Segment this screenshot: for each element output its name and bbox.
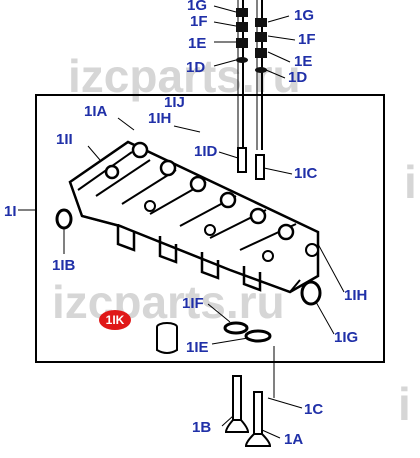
label-1A: 1A	[284, 431, 303, 448]
label-1E-right: 1E	[294, 53, 312, 70]
label-1D-left: 1D	[186, 59, 205, 76]
label-1IC: 1IC	[294, 165, 318, 182]
label-1B: 1B	[192, 419, 211, 436]
label-1ID: 1ID	[194, 143, 218, 160]
valve-seat-1IE	[244, 329, 272, 343]
label-1IE: 1IE	[186, 339, 209, 356]
cylinder-head-illustration	[68, 140, 320, 294]
valve-guide-right	[255, 154, 265, 180]
watermark-bottom: izcparts.ru	[52, 276, 285, 328]
label-1IA: 1IA	[84, 103, 108, 120]
label-1IJ: 1IJ	[164, 94, 185, 111]
leader-lines	[18, 5, 345, 439]
label-1IH-top: 1IH	[148, 110, 171, 127]
cup-1IK	[156, 322, 178, 354]
label-1C: 1C	[304, 401, 323, 418]
label-1F-left: 1F	[190, 13, 208, 30]
label-1IK-highlight: 1IK	[99, 310, 131, 330]
label-1G-left: 1G	[187, 0, 207, 14]
valve-1B	[224, 375, 250, 433]
seal-ring-1IG	[300, 280, 322, 306]
valve-seat-1IF	[223, 321, 249, 335]
valve-1A	[244, 391, 272, 447]
label-1IK: 1IK	[106, 313, 125, 327]
label-1II: 1II	[56, 131, 73, 148]
label-1IF: 1IF	[182, 295, 204, 312]
plug-seal-1IB	[55, 208, 73, 230]
label-1I: 1I	[4, 203, 17, 220]
valve-stem-top-right	[255, 0, 267, 150]
assembly-frame	[35, 94, 385, 363]
label-1D-right: 1D	[288, 69, 307, 86]
valve-stem-top-left	[236, 0, 248, 150]
watermark-edge-1: i	[404, 156, 417, 208]
label-1IG: 1IG	[334, 329, 358, 346]
watermark-edge-2: i	[398, 378, 411, 430]
valve-guide-left	[237, 147, 247, 173]
label-1G-right: 1G	[294, 7, 314, 24]
label-1E-left: 1E	[188, 35, 206, 52]
label-1F-right: 1F	[298, 31, 316, 48]
label-1IB: 1IB	[52, 257, 76, 274]
label-1IH-right: 1IH	[344, 287, 367, 304]
